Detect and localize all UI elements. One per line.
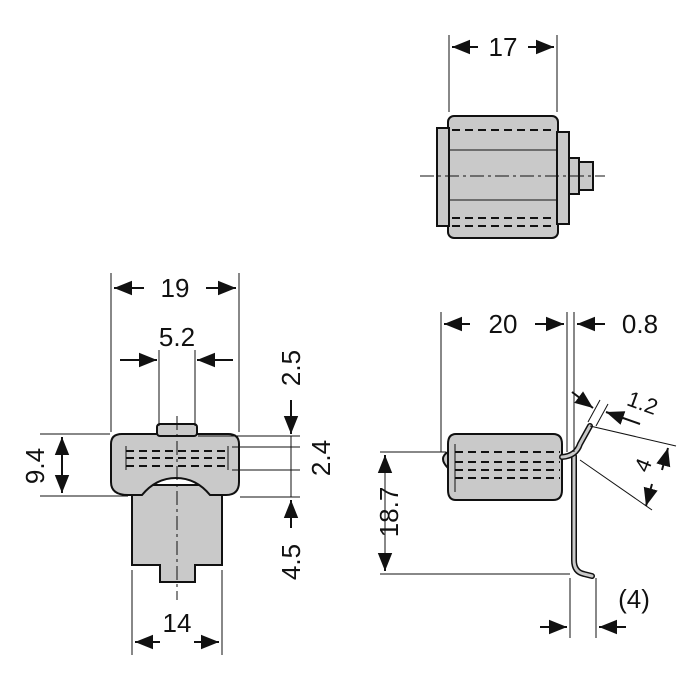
dim-side-length: 20 xyxy=(489,309,518,339)
dim-side-gap: 0.8 xyxy=(622,309,658,339)
dim-front-thickness: 2.4 xyxy=(306,440,336,476)
dim-side-foot: (4) xyxy=(618,584,650,614)
dim-front-base: 14 xyxy=(163,608,192,638)
dim-front-lower: 4.5 xyxy=(276,544,306,580)
dim-front-top-gap: 2.5 xyxy=(276,350,306,386)
top-view: 17 xyxy=(420,32,605,239)
side-view-nose xyxy=(442,450,449,471)
dim-side-bend: 1.2 xyxy=(624,386,661,420)
dim-front-height: 9.4 xyxy=(20,448,50,484)
dim-side-height: 18.7 xyxy=(374,487,404,538)
dim-side-depth: 4 xyxy=(629,455,657,476)
side-view: 20 0.8 1.2 4 18.7 (4) xyxy=(374,309,677,638)
dim-front-slot: 5.2 xyxy=(159,322,195,352)
dim-front-width: 19 xyxy=(161,273,190,303)
top-view-right-lip xyxy=(556,131,570,225)
top-view-left-lip xyxy=(436,127,450,227)
front-view-shank xyxy=(131,484,223,583)
front-view: 19 5.2 9.4 2.5 2.4 4.5 14 xyxy=(20,273,336,655)
side-view-body xyxy=(447,433,563,501)
side-view-clip-outline xyxy=(571,453,595,579)
dim-top-width: 17 xyxy=(489,32,518,62)
front-view-cap xyxy=(110,433,240,496)
top-view-body xyxy=(447,115,559,239)
